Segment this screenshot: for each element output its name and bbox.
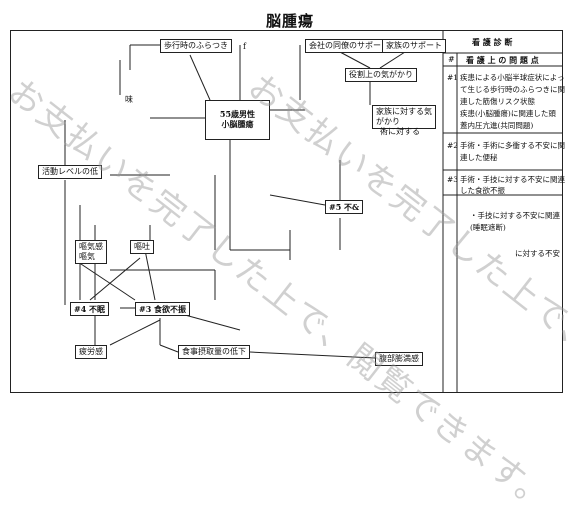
surgery-anxiety-fragment: 術に対する (380, 127, 420, 136)
problem-line: ・手技に対する不安に関連 (470, 211, 560, 220)
activity-level-node: 活動レベルの低 (38, 165, 102, 179)
family-concern-text: 家族に対する気 (376, 107, 432, 116)
problem-line: て生じる歩行時のふらつきに関 (460, 85, 565, 94)
problem-line: (睡眠遮断) (470, 223, 506, 232)
taste-fragment: 味 (125, 95, 133, 104)
problem-number: #1 (447, 73, 459, 82)
nausea-node: 嘔気感 嘔気 (75, 240, 107, 264)
problem-line: 手術・手技に対する不安に関連 (460, 175, 565, 184)
concept-map-frame (10, 30, 563, 393)
vomiting-node: 嘔吐 (130, 240, 154, 254)
nausea-text: 嘔気 (79, 252, 95, 261)
panel-col-num: # (448, 55, 455, 64)
nursing-problem-4-node: #4 不眠 (70, 302, 110, 316)
problem-number: #3 (447, 175, 459, 184)
problem-number: #2 (447, 141, 459, 150)
abdominal-distension-node: 腹部膨満感 (375, 352, 423, 366)
walking-unsteadiness-node: 歩行時のふらつき (160, 39, 232, 53)
panel-col-label: 看 護 上 の 問 題 点 (466, 55, 539, 65)
problem-line: 疾患による小脳半球症状によっ (460, 73, 565, 82)
coworker-support-node: 会社の同僚のサポート (305, 39, 393, 53)
family-concern-node: 家族に対する気 がかり (372, 105, 436, 129)
problem-line: 連した便秘 (460, 153, 498, 162)
problem-line: 手術・手術に多衝する不安に関 (460, 141, 565, 150)
family-concern-text: がかり (376, 117, 400, 126)
role-concern-node: 役割上の気がかり (345, 68, 417, 82)
problem-line: した食欲不振 (460, 186, 505, 195)
problem-line: 疾患(小脳腫瘍)に関連した頭 (460, 109, 556, 118)
nausea-text: 嘔気感 (79, 242, 103, 251)
problem-line: に対する不安 (515, 249, 560, 258)
document-page: 脳腫瘍 (0, 12, 580, 521)
patient-diagnosis: 小脳腫瘍 (221, 119, 254, 129)
nursing-problem-3-node: #3 食欲不振 (135, 302, 191, 316)
patient-age-sex: 55歳男性 (219, 109, 256, 119)
panel-header: 看 護 診 断 (472, 37, 513, 47)
problem-line: 連した筋傷リスク状態 (460, 97, 535, 106)
fatigue-node: 疲労感 (75, 345, 107, 359)
patient-node: 55歳男性 小脳腫瘍 (205, 100, 270, 140)
nursing-problem-5-node: #5 不& (325, 200, 364, 214)
label-fragment: f (243, 42, 246, 51)
problem-line: 蓋内圧亢進(共同問題) (460, 121, 534, 130)
diagram-lines (64, 30, 563, 393)
food-intake-node: 食事摂取量の低下 (178, 345, 250, 359)
family-support-node: 家族のサポート (382, 39, 446, 53)
document-title: 脳腫瘍 (265, 12, 314, 30)
